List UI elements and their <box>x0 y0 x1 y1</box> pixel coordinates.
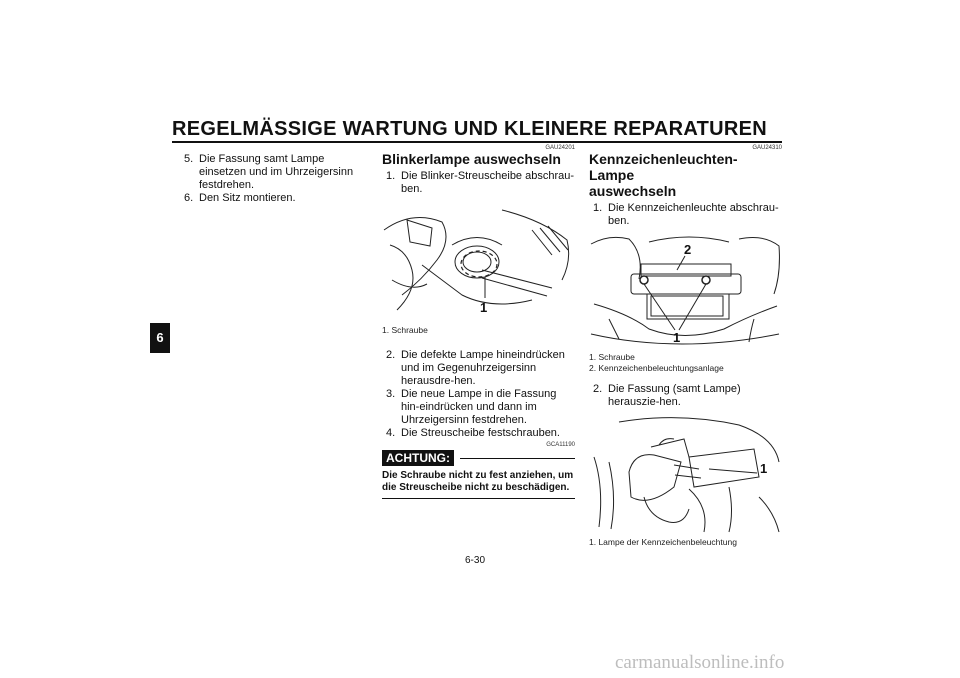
lamp-socket-illustration: 1 <box>589 417 782 535</box>
column-1: 5. Die Fassung samt Lampe einsetzen und … <box>184 153 364 205</box>
step-text: Die Blinker-Streuscheibe abschrau-ben. <box>401 170 575 195</box>
figure-caption: 1. Lampe der Kennzeichenbeleuchtung <box>589 537 737 547</box>
figure-caption: 2. Kennzeichenbeleuchtungsanlage <box>589 363 724 373</box>
lamp-socket-drawing <box>593 417 780 533</box>
watermark: carmanualsonline.info <box>615 652 785 673</box>
list-item: 1. Die Kennzeichenleuchte abschrau-ben. <box>593 202 782 228</box>
step-number: 3. <box>386 388 396 400</box>
figure-caption: 1. Schraube <box>589 352 635 362</box>
step-text: Die Fassung (samt Lampe) herauszie-hen. <box>608 383 741 408</box>
caution-rule <box>460 457 575 459</box>
step-text: Den Sitz montieren. <box>199 192 296 204</box>
step-number: 6. <box>184 192 194 204</box>
license-light-drawing <box>590 236 780 345</box>
section-heading: Kennzeichenleuchten-Lampe auswechseln <box>589 151 782 199</box>
license-light-illustration: 2 1 <box>589 234 782 346</box>
list-item: 2. Die defekte Lampe hineindrücken und i… <box>386 349 575 388</box>
figure-callout: 1 <box>673 330 681 345</box>
step-number: 2. <box>386 349 396 361</box>
column-2: GAU24201 Blinkerlampe auswechseln 1. Die… <box>382 145 575 499</box>
chapter-tab: 6 <box>150 323 170 353</box>
step-number: 1. <box>386 170 396 182</box>
list-item: 5. Die Fassung samt Lampe einsetzen und … <box>184 153 364 192</box>
turn-signal-drawing <box>383 209 570 311</box>
step-number: 4. <box>386 427 396 439</box>
section-heading-line: auswechseln <box>589 183 677 199</box>
section-heading-line: Kennzeichenleuchten-Lampe <box>589 151 738 183</box>
turn-signal-illustration: 1 <box>382 200 575 322</box>
caution-text: Die Schraube nicht zu fest anziehen, um … <box>382 470 574 493</box>
caution-bottom-rule <box>382 498 575 499</box>
caution-code: GCA11190 <box>546 442 575 448</box>
section-code: GAU24201 <box>545 145 575 151</box>
step-number: 1. <box>593 202 603 214</box>
page-title: REGELMÄSSIGE WARTUNG UND KLEINERE REPARA… <box>172 118 768 140</box>
section-code: GAU24310 <box>752 145 782 151</box>
list-item: 3. Die neue Lampe in die Fassung hin-ein… <box>386 388 575 427</box>
figure-callout: 1 <box>480 300 488 315</box>
list-item: 1. Die Blinker-Streuscheibe abschrau-ben… <box>386 170 575 196</box>
step-text: Die Streuscheibe festschrauben. <box>401 427 560 439</box>
step-text: Die neue Lampe in die Fassung hin-eindrü… <box>401 388 557 426</box>
step-text: Die Kennzeichenleuchte abschrau-ben. <box>608 202 779 227</box>
list-item: 6. Den Sitz montieren. <box>184 192 364 205</box>
step-number: 2. <box>593 383 603 395</box>
list-item: 4. Die Streuscheibe festschrauben. <box>386 427 575 440</box>
figure-callout: 2 <box>684 242 692 257</box>
step-text: Die Fassung samt Lampe einsetzen und im … <box>199 153 354 191</box>
title-divider <box>172 141 782 143</box>
section-heading: Blinkerlampe auswechseln <box>382 151 561 167</box>
figure-caption: 1. Schraube <box>382 325 428 335</box>
caution-label: ACHTUNG: <box>382 450 454 466</box>
list-item: 2. Die Fassung (samt Lampe) herauszie-he… <box>593 383 782 409</box>
column-3: GAU24310 Kennzeichenleuchten-Lampe auswe… <box>589 145 782 548</box>
step-number: 5. <box>184 153 194 165</box>
figure-callout: 1 <box>760 461 768 476</box>
page-number: 6-30 <box>465 555 486 566</box>
step-text: Die defekte Lampe hineindrücken und im G… <box>401 349 565 387</box>
caution-header: ACHTUNG: <box>382 450 575 466</box>
